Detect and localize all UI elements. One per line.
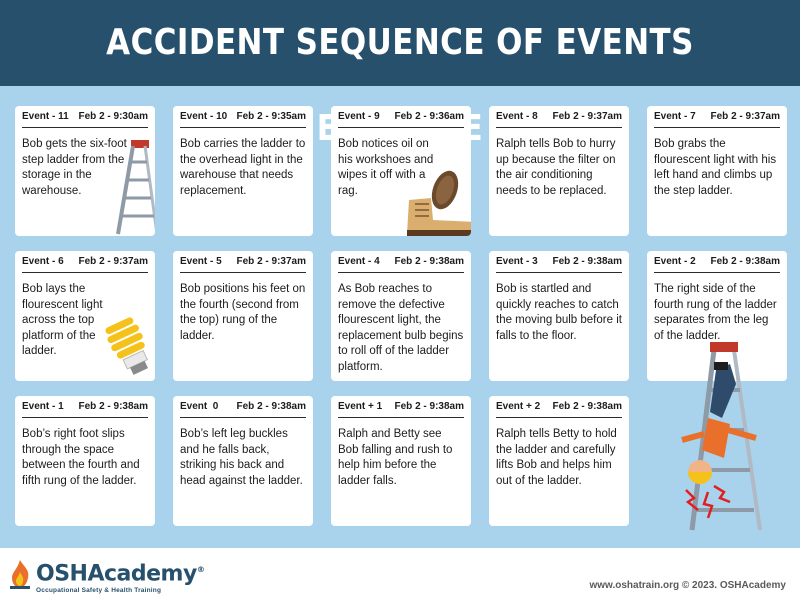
event-description: Bob’s left leg buckles and he falls back… bbox=[180, 428, 303, 487]
event-date: Feb 2 - 9:38am bbox=[552, 401, 622, 412]
event-label: Event - 11 bbox=[22, 111, 69, 122]
event-card-header: Event - 8 Feb 2 - 9:37am bbox=[496, 106, 622, 128]
event-card-minus-6: Event - 6 Feb 2 - 9:37am Bob lays the fl… bbox=[15, 251, 155, 381]
work-boots-illustration bbox=[407, 170, 471, 236]
event-card-minus-10: Event - 10 Feb 2 - 9:35am Bob carries th… bbox=[173, 106, 313, 236]
event-description: Bob carries the ladder to the overhead l… bbox=[180, 138, 306, 197]
event-description: The right side of the fourth rung of the… bbox=[654, 283, 777, 342]
event-description: Bob gets the six-foot step ladder from t… bbox=[22, 138, 127, 197]
event-card-header: Event + 1 Feb 2 - 9:38am bbox=[338, 396, 464, 418]
event-label: Event - 6 bbox=[22, 256, 64, 267]
event-description: Bob grabs the flourescent light with his… bbox=[654, 138, 777, 197]
event-label: Event + 1 bbox=[338, 401, 383, 412]
event-card-minus-9: Event - 9 Feb 2 - 9:36am Bob notices oil… bbox=[331, 106, 471, 236]
event-card-header: Event - 1 Feb 2 - 9:38am bbox=[22, 396, 148, 418]
event-card-plus-2: Event + 2 Feb 2 - 9:38am Ralph tells Bet… bbox=[489, 396, 629, 526]
event-label: Event + 2 bbox=[496, 401, 541, 412]
event-label: Event - 1 bbox=[22, 401, 64, 412]
event-card-zero: Event 0 Feb 2 - 9:38am Bob’s left leg bu… bbox=[173, 396, 313, 526]
event-card-minus-5: Event - 5 Feb 2 - 9:37am Bob positions h… bbox=[173, 251, 313, 381]
event-date: Feb 2 - 9:37am bbox=[552, 111, 622, 122]
header-banner: ACCIDENT SEQUENCE OF EVENTS EXAMPLE bbox=[0, 0, 800, 149]
flame-icon bbox=[10, 560, 30, 589]
event-card-header: Event - 11 Feb 2 - 9:30am bbox=[22, 106, 148, 128]
event-description: Ralph tells Bob to hurry up because the … bbox=[496, 138, 616, 197]
event-description: Bob positions his feet on the fourth (se… bbox=[180, 283, 306, 342]
event-card-minus-2: Event - 2 Feb 2 - 9:38am The right side … bbox=[647, 251, 787, 381]
event-card-header: Event - 2 Feb 2 - 9:38am bbox=[654, 251, 780, 273]
copyright-text: www.oshatrain.org © 2023. OSHAcademy bbox=[589, 580, 786, 591]
event-date: Feb 2 - 9:30am bbox=[78, 111, 148, 122]
event-label: Event 0 bbox=[180, 401, 219, 412]
step-ladder-illustration bbox=[116, 140, 155, 235]
event-date: Feb 2 - 9:38am bbox=[394, 401, 464, 412]
event-description: Bob lays the flourescent light across th… bbox=[22, 283, 103, 357]
event-label: Event - 10 bbox=[180, 111, 228, 122]
event-date: Feb 2 - 9:37am bbox=[710, 111, 780, 122]
event-card-minus-11: Event - 11 Feb 2 - 9:30am Bob gets the s… bbox=[15, 106, 155, 236]
event-card-minus-8: Event - 8 Feb 2 - 9:37am Ralph tells Bob… bbox=[489, 106, 629, 236]
event-description: Bob is startled and quickly reaches to c… bbox=[496, 283, 622, 342]
event-label: Event - 4 bbox=[338, 256, 380, 267]
event-date: Feb 2 - 9:37am bbox=[78, 256, 148, 267]
event-card-header: Event + 2 Feb 2 - 9:38am bbox=[496, 396, 622, 418]
event-card-header: Event - 5 Feb 2 - 9:37am bbox=[180, 251, 306, 273]
event-date: Feb 2 - 9:36am bbox=[394, 111, 464, 122]
event-label: Event - 8 bbox=[496, 111, 538, 122]
event-card-minus-4: Event - 4 Feb 2 - 9:38am As Bob reaches … bbox=[331, 251, 471, 381]
falling-worker-illustration bbox=[681, 342, 762, 531]
event-date: Feb 2 - 9:37am bbox=[236, 256, 306, 267]
event-card-header: Event - 4 Feb 2 - 9:38am bbox=[338, 251, 464, 273]
event-description: Bob notices oil on his workshoes and wip… bbox=[338, 138, 434, 197]
oshacademy-logo[interactable]: OSHAcademy® Occupational Safety & Health… bbox=[8, 558, 205, 595]
trademark-mark: ® bbox=[196, 565, 205, 574]
event-label: Event - 7 bbox=[654, 111, 696, 122]
event-description: As Bob reaches to remove the defective f… bbox=[338, 283, 464, 373]
event-date: Feb 2 - 9:35am bbox=[236, 111, 306, 122]
logo-tagline: Occupational Safety & Health Training bbox=[36, 587, 162, 595]
event-date: Feb 2 - 9:38am bbox=[552, 256, 622, 267]
event-label: Event - 9 bbox=[338, 111, 380, 122]
event-label: Event - 5 bbox=[180, 256, 222, 267]
event-date: Feb 2 - 9:38am bbox=[710, 256, 780, 267]
light-bulb-illustration bbox=[105, 317, 149, 375]
event-card-header: Event - 9 Feb 2 - 9:36am bbox=[338, 106, 464, 128]
event-date: Feb 2 - 9:38am bbox=[78, 401, 148, 412]
event-label: Event - 3 bbox=[496, 256, 538, 267]
event-card-minus-7: Event - 7 Feb 2 - 9:37am Bob grabs the f… bbox=[647, 106, 787, 236]
footer: OSHAcademy® Occupational Safety & Health… bbox=[0, 548, 800, 600]
event-date: Feb 2 - 9:38am bbox=[236, 401, 306, 412]
event-date: Feb 2 - 9:38am bbox=[394, 256, 464, 267]
event-card-header: Event - 10 Feb 2 - 9:35am bbox=[180, 106, 306, 128]
logo-name: OSHAcademy bbox=[36, 561, 197, 587]
event-card-minus-3: Event - 3 Feb 2 - 9:38am Bob is startled… bbox=[489, 251, 629, 381]
event-card-minus-1: Event - 1 Feb 2 - 9:38am Bob’s right foo… bbox=[15, 396, 155, 526]
event-description: Ralph tells Betty to hold the ladder and… bbox=[496, 428, 617, 487]
event-description: Bob’s right foot slips through the space… bbox=[22, 428, 140, 487]
event-label: Event - 2 bbox=[654, 256, 696, 267]
event-description: Ralph and Betty see Bob falling and rush… bbox=[338, 428, 453, 487]
event-card-header: Event - 7 Feb 2 - 9:37am bbox=[654, 106, 780, 128]
event-card-plus-1: Event + 1 Feb 2 - 9:38am Ralph and Betty… bbox=[331, 396, 471, 526]
event-card-header: Event - 6 Feb 2 - 9:37am bbox=[22, 251, 148, 273]
event-card-header: Event - 3 Feb 2 - 9:38am bbox=[496, 251, 622, 273]
event-card-header: Event 0 Feb 2 - 9:38am bbox=[180, 396, 306, 418]
